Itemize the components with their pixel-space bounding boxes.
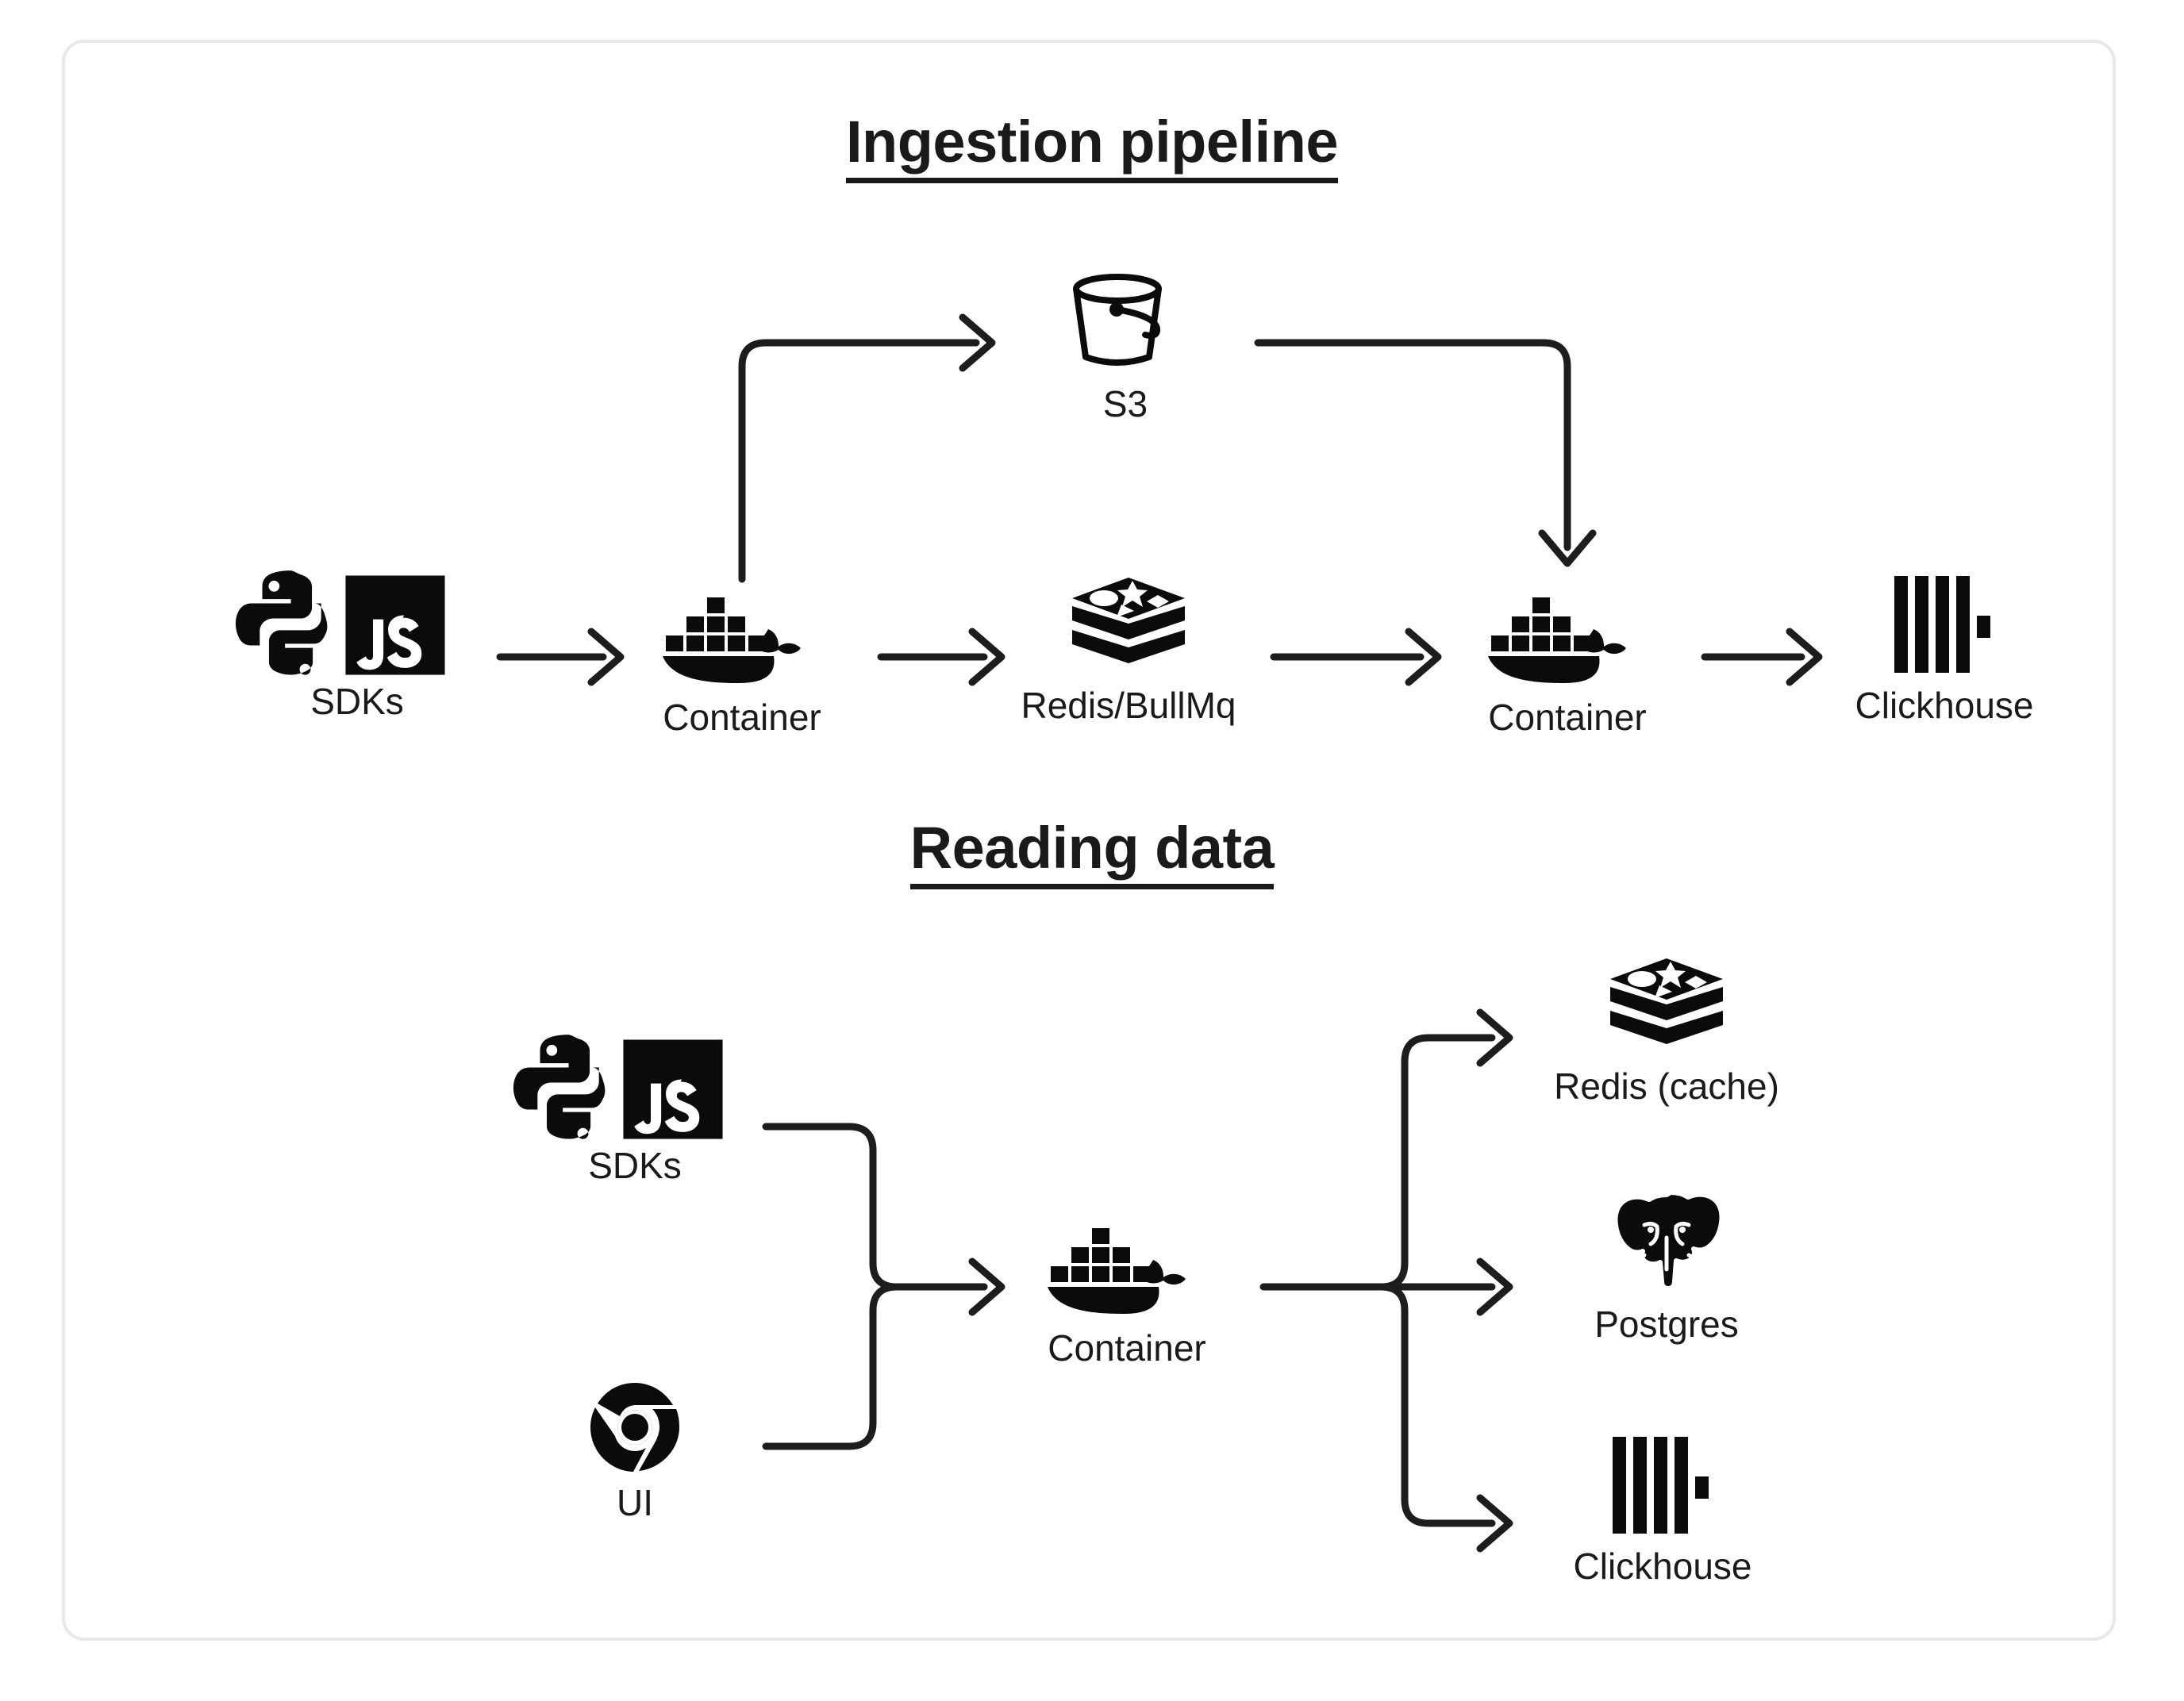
redis-stack-icon: [1607, 952, 1726, 1055]
node-label: Clickhouse: [1573, 1545, 1752, 1587]
node-sdks-top[interactable]: SDKs: [214, 567, 500, 722]
node-label: Container: [1488, 697, 1647, 738]
docker-whale-icon: [1048, 1214, 1206, 1317]
node-redis-cache[interactable]: Redis (cache): [1524, 952, 1809, 1107]
node-container-2[interactable]: Container: [1425, 583, 1710, 738]
clickhouse-bars-icon: [1611, 1432, 1714, 1535]
s3-bucket-icon: [1066, 270, 1185, 373]
diagram-card: [62, 40, 2116, 1641]
redis-stack-icon: [1069, 571, 1188, 674]
node-label: SDKs: [310, 681, 404, 722]
docker-whale-icon: [663, 583, 821, 686]
node-label: Redis (cache): [1554, 1066, 1779, 1107]
section-title-reading: Reading data: [909, 817, 1275, 889]
section-title-ingestion: Ingestion pipeline: [845, 111, 1339, 183]
node-label: Clickhouse: [1855, 685, 2034, 726]
node-label: Container: [663, 697, 821, 738]
node-ui[interactable]: UI: [492, 1369, 778, 1523]
python-js-sdks-icon: [513, 1031, 754, 1139]
node-label: Container: [1048, 1327, 1206, 1369]
node-label: S3: [1102, 383, 1148, 424]
node-clickhouse-top[interactable]: Clickhouse: [1801, 571, 2087, 726]
node-container-3[interactable]: Container: [984, 1214, 1270, 1369]
postgres-elephant-icon: [1611, 1190, 1725, 1293]
node-label: SDKs: [588, 1145, 682, 1186]
node-sdks-bottom[interactable]: SDKs: [492, 1031, 778, 1186]
node-label: Postgres: [1594, 1304, 1739, 1345]
node-postgres[interactable]: Postgres: [1524, 1190, 1809, 1345]
docker-whale-icon: [1488, 583, 1647, 686]
clickhouse-bars-icon: [1893, 571, 1996, 674]
chrome-browser-icon: [590, 1369, 679, 1472]
python-js-sdks-icon: [235, 567, 476, 675]
node-s3[interactable]: S3: [982, 270, 1268, 424]
node-container-1[interactable]: Container: [599, 583, 885, 738]
node-label: Redis/BullMq: [1021, 685, 1236, 726]
node-label: UI: [617, 1482, 653, 1523]
node-clickhouse-bottom[interactable]: Clickhouse: [1520, 1432, 1805, 1587]
node-redis-bullmq[interactable]: Redis/BullMq: [986, 571, 1271, 726]
